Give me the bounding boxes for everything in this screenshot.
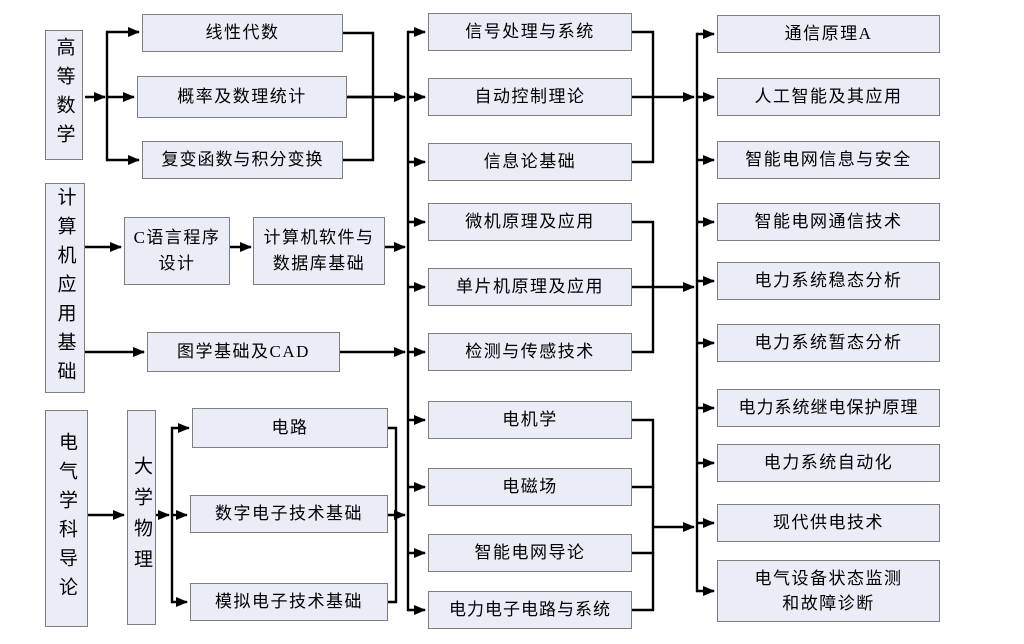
node-digital-electronics: 数字电子技术基础 [190, 495, 388, 533]
node-electromagnetic-field: 电磁场 [428, 468, 632, 506]
node-automatic-control: 自动控制理论 [428, 78, 632, 116]
node-smart-grid-intro: 智能电网导论 [428, 534, 632, 572]
node-computer-app-basics: 计算机应用基础 [45, 183, 85, 393]
node-analog-electronics: 模拟电子技术基础 [190, 583, 388, 621]
node-detection-sensing: 检测与传感技术 [428, 333, 632, 371]
node-signal-processing: 信号处理与系统 [428, 13, 632, 51]
node-graphics-cad: 图学基础及CAD [147, 332, 340, 372]
node-circuits: 电路 [192, 408, 388, 448]
node-power-system-automation: 电力系统自动化 [717, 444, 940, 482]
node-c-programming: C语言程序 设计 [124, 217, 230, 285]
node-modern-power-supply: 现代供电技术 [717, 504, 940, 542]
node-information-theory: 信息论基础 [428, 143, 632, 181]
node-power-system-steady-state: 电力系统稳态分析 [717, 262, 940, 300]
node-communication-principles: 通信原理A [717, 15, 940, 53]
node-ai-applications: 人工智能及其应用 [717, 78, 940, 116]
node-power-system-transient: 电力系统暂态分析 [717, 324, 940, 362]
node-complex-function-transform: 复变函数与积分变换 [142, 141, 343, 179]
node-electric-machinery: 电机学 [428, 401, 632, 439]
node-linear-algebra: 线性代数 [142, 14, 343, 52]
node-college-physics: 大学物理 [127, 410, 156, 625]
arrows [85, 27, 715, 615]
node-power-electronics: 电力电子电路与系统 [428, 591, 632, 629]
node-smart-grid-info-security: 智能电网信息与安全 [717, 141, 940, 179]
node-mcu-principles: 单片机原理及应用 [428, 268, 632, 306]
node-microcomputer-principles: 微机原理及应用 [428, 203, 632, 241]
node-software-database: 计算机软件与 数据库基础 [253, 217, 385, 285]
node-equipment-condition-monitoring: 电气设备状态监测 和故障诊断 [717, 560, 940, 622]
node-advanced-math: 高等数学 [45, 30, 83, 160]
node-probability-statistics: 概率及数理统计 [137, 76, 347, 118]
node-electrical-intro: 电气学科导论 [45, 410, 88, 627]
node-relay-protection: 电力系统继电保护原理 [717, 389, 940, 427]
node-smart-grid-communication: 智能电网通信技术 [717, 203, 940, 241]
